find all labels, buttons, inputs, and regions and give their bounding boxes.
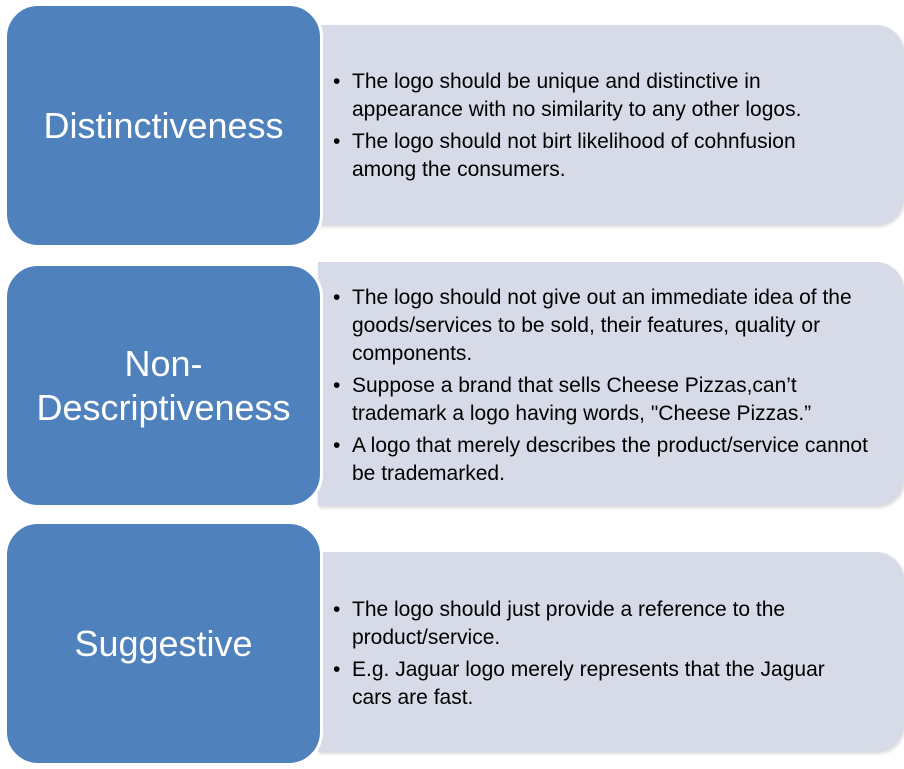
bullet-item: The logo should just provide a reference… (330, 596, 865, 652)
section-2-title-box: Non- Descriptiveness (4, 263, 323, 508)
section-1-bullet-list: The logo should be unique and distinctiv… (330, 68, 860, 188)
section-3-panel (318, 552, 904, 752)
section-1-panel (318, 25, 904, 225)
section-2-title: Non- Descriptiveness (36, 343, 291, 428)
section-2-bullet-list: The logo should not give out an immediat… (330, 284, 885, 492)
section-1-title-box: Distinctiveness (4, 3, 323, 248)
section-1-title: Distinctiveness (43, 104, 284, 146)
bullet-item: Suppose a brand that sells Cheese Pizzas… (330, 372, 885, 428)
bullet-item: The logo should be unique and distinctiv… (330, 68, 860, 124)
bullet-item: The logo should not birt likelihood of c… (330, 128, 860, 184)
bullet-item: A logo that merely describes the product… (330, 432, 885, 488)
section-3-title-box: Suggestive (4, 521, 323, 766)
bullet-item: E.g. Jaguar logo merely represents that … (330, 656, 865, 712)
section-3-title: Suggestive (74, 622, 253, 664)
section-3-bullet-list: The logo should just provide a reference… (330, 596, 865, 716)
bullet-item: The logo should not give out an immediat… (330, 284, 885, 368)
